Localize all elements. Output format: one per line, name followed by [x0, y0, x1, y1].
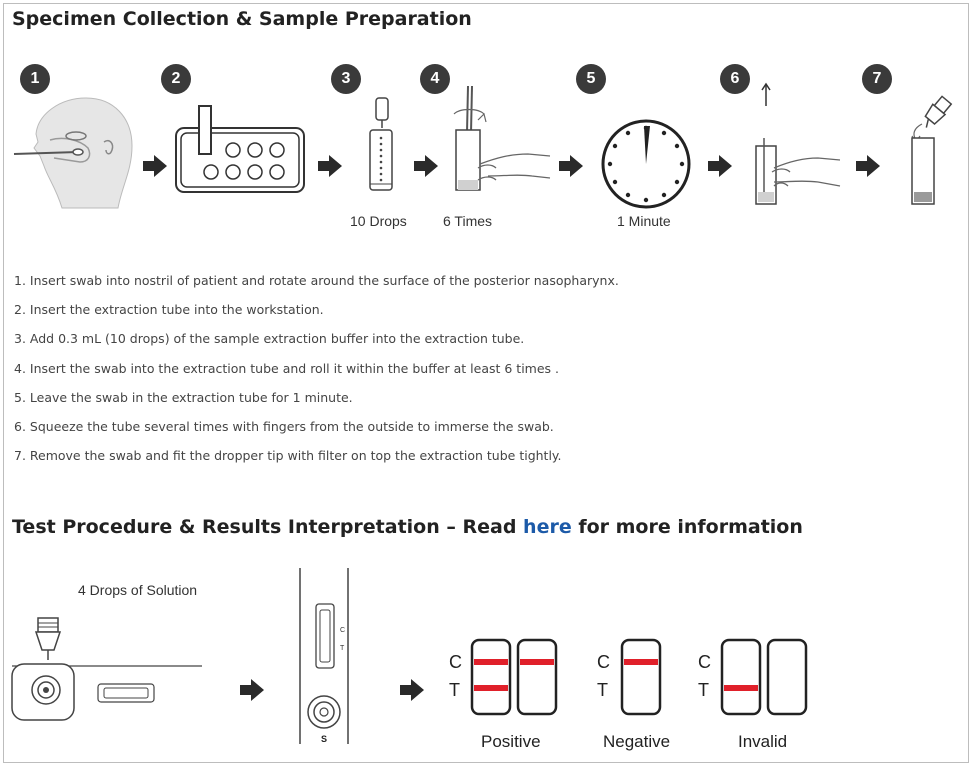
dropper-tip-illustration: [911, 95, 953, 205]
arrow-right-icon: [143, 155, 167, 177]
arrow-right-icon: [318, 155, 342, 177]
negative-label: Negative: [603, 732, 671, 751]
instruction-item: 6. Squeeze the tube several times with f…: [14, 418, 554, 434]
section-title-text: Test Procedure & Results Interpretation …: [12, 516, 524, 538]
instruction-item: 7. Remove the swab and fit the dropper t…: [14, 448, 562, 464]
step-badge-5: 5: [576, 64, 606, 94]
caption-1-minute: 1 Minute: [617, 213, 671, 229]
arrow-right-icon: [856, 155, 880, 177]
section-title-test-procedure: Test Procedure & Results Interpretation …: [12, 516, 803, 538]
instruction-item: 5. Leave the swab in the extraction tube…: [14, 389, 353, 405]
arrow-right-icon: [708, 155, 732, 177]
workstation-illustration: [175, 105, 305, 193]
control-line-label: C: [449, 652, 462, 672]
cassette-dropper-illustration: [11, 617, 202, 721]
caption-6-times: 6 Times: [443, 213, 493, 229]
section-title-specimen-collection: Specimen Collection & Sample Preparation: [12, 8, 472, 30]
instruction-item: 4. Insert the swab into the extraction t…: [14, 360, 559, 376]
squeeze-tube-illustration: [755, 82, 841, 205]
arrow-right-icon: [414, 155, 438, 177]
instruction-item: 1. Insert swab into nostril of patient a…: [14, 273, 619, 288]
svg-text:T: T: [340, 645, 345, 652]
instruction-item: 2. Insert the extraction tube into the w…: [14, 302, 324, 318]
negative-result-strip: [620, 638, 662, 716]
invalid-result-strips: [720, 638, 808, 716]
test-line-label: T: [698, 680, 709, 700]
page-frame: [3, 3, 969, 763]
test-line-label: T: [449, 680, 460, 700]
arrow-right-icon: [240, 679, 264, 701]
timer-clock-icon: [601, 119, 691, 209]
step-badge-4: 4: [420, 64, 450, 94]
caption-10-drops: 10 Drops: [350, 213, 407, 229]
section-title-text: for more information: [571, 516, 803, 538]
nasal-swab-illustration: [13, 97, 133, 209]
step-badge-3: 3: [331, 64, 361, 94]
test-line-label: T: [597, 680, 608, 700]
step-badge-2: 2: [161, 64, 191, 94]
arrow-right-icon: [559, 155, 583, 177]
step-badge-1: 1: [20, 64, 50, 94]
svg-text:C: C: [340, 627, 345, 634]
test-cassette-illustration: C T S: [299, 568, 349, 744]
step-badge-7: 7: [862, 64, 892, 94]
control-line-label: C: [698, 652, 711, 672]
instruction-list: 1. Insert swab into nostril of patient a…: [14, 266, 619, 470]
positive-result-strips: [470, 638, 558, 716]
instruction-item: 3. Add 0.3 mL (10 drops) of the sample e…: [14, 331, 525, 347]
positive-label: Positive: [481, 732, 541, 751]
swab-roll-illustration: [453, 85, 551, 191]
step-badge-6: 6: [720, 64, 750, 94]
read-here-link[interactable]: here: [523, 516, 572, 538]
buffer-dropper-illustration: [369, 97, 393, 191]
caption-4-drops: 4 Drops of Solution: [78, 582, 198, 598]
arrow-right-icon: [400, 679, 424, 701]
invalid-label: Invalid: [738, 732, 788, 751]
control-line-label: C: [597, 652, 610, 672]
cassette-sample-label: S: [321, 734, 327, 744]
